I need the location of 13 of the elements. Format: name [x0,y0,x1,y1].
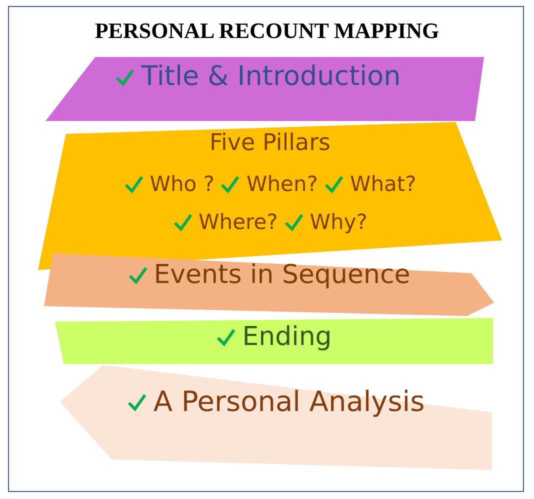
section-heading: Five Pillars [209,130,331,156]
section-heading: Ending [242,322,332,352]
banner [55,318,493,364]
title: PERSONAL RECOUNT MAPPING [94,18,440,44]
pillar-label: Who ? [150,172,214,196]
section-heading: Title & Introduction [141,61,401,92]
pillar-label: Where? [198,210,278,234]
pillar-label: Why? [310,210,368,234]
left-arrow-banner [60,365,492,470]
pillar-label: What? [350,172,416,196]
section-heading: Events in Sequence [154,260,410,290]
section-heading: A Personal Analysis [153,385,425,418]
pillar-label: When? [246,172,318,196]
